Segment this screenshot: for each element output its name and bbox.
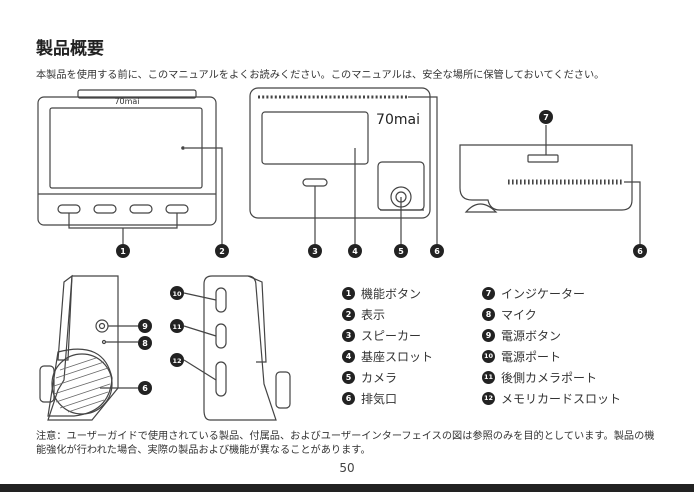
legend-label: 後側カメラポート (501, 371, 598, 385)
page-number: 50 (339, 461, 355, 475)
svg-text:6: 6 (637, 247, 643, 256)
callout-badge: 6 (633, 244, 647, 258)
legend-label: 電源ポート (501, 350, 562, 364)
callout-badge: 7 (539, 110, 553, 124)
svg-text:10: 10 (172, 290, 182, 298)
legend-item: 10 電源ポート (482, 346, 621, 367)
intro-text: 本製品を使用する前に、このマニュアルをよくお読みください。このマニュアルは、安全… (36, 70, 605, 81)
svg-text:12: 12 (172, 357, 181, 365)
svg-text:3: 3 (312, 247, 318, 256)
callout-badge: 6 (430, 244, 444, 258)
legend-label: マイク (501, 308, 537, 322)
svg-text:6: 6 (142, 384, 148, 393)
svg-text:2: 2 (219, 247, 225, 256)
callout-badge: 3 (308, 244, 322, 258)
legend-label: 電源ボタン (501, 329, 562, 343)
top-view-drawing (459, 125, 641, 244)
svg-text:7: 7 (543, 113, 549, 122)
legend-item: 4 基座スロット (342, 346, 433, 367)
legend-item: 12 メモリカードスロット (482, 388, 621, 409)
speaker-grill (53, 357, 111, 413)
legend-item: 5 カメラ (342, 367, 433, 388)
svg-text:8: 8 (142, 339, 148, 348)
legend-item: 1 機能ボタン (342, 283, 433, 304)
disclaimer-note: 注意：ユーザーガイドで使用されている製品、付属品、およびユーザーインターフェイス… (36, 431, 655, 456)
callout-badge: 5 (394, 244, 408, 258)
front-brand-logo: 70mai (114, 97, 139, 106)
page-title: 製品概要 (36, 39, 104, 59)
legend-number: 5 (342, 371, 355, 384)
legend-label: インジケーター (501, 287, 586, 301)
legend-number: 11 (482, 371, 495, 384)
svg-text:11: 11 (172, 323, 182, 331)
legend-left: 1 機能ボタン 2 表示 3 スピーカー 4 基座スロット 5 カメラ 6 排気口 (342, 283, 433, 409)
legend-number: 3 (342, 329, 355, 342)
legend-item: 6 排気口 (342, 388, 433, 409)
legend-label: 排気口 (361, 392, 398, 406)
legend-label: 基座スロット (361, 350, 434, 364)
legend-label: 機能ボタン (361, 287, 422, 301)
legend-item: 8 マイク (482, 304, 621, 325)
legend-item: 3 スピーカー (342, 325, 433, 346)
svg-text:4: 4 (352, 247, 358, 256)
callout-badge: 9 (138, 319, 152, 333)
front-view-drawing (37, 89, 223, 244)
back-brand-logo: 70mai (376, 112, 420, 128)
callout-badge: 2 (215, 244, 229, 258)
callout-badge: 12 (170, 353, 184, 367)
legend-item: 2 表示 (342, 304, 433, 325)
legend-label: スピーカー (361, 329, 422, 343)
callout-badge: 1 (116, 244, 130, 258)
legend-number: 6 (342, 392, 355, 405)
back-view-drawing (249, 87, 438, 244)
callout-badge: 8 (138, 336, 152, 350)
legend-label: 表示 (361, 308, 386, 322)
legend-item: 7 インジケーター (482, 283, 621, 304)
footer-bar (0, 484, 694, 492)
legend-item: 11 後側カメラポート (482, 367, 621, 388)
svg-text:5: 5 (398, 247, 404, 256)
svg-text:9: 9 (142, 322, 148, 331)
svg-text:6: 6 (434, 247, 440, 256)
legend-number: 1 (342, 287, 355, 300)
legend-label: メモリカードスロット (501, 392, 622, 406)
legend-label: カメラ (361, 371, 398, 385)
side-view-right-drawing (183, 275, 291, 421)
legend-item: 9 電源ボタン (482, 325, 621, 346)
legend-number: 7 (482, 287, 495, 300)
legend-number: 8 (482, 308, 495, 321)
legend-number: 4 (342, 350, 355, 363)
callout-badge: 11 (170, 319, 184, 333)
callout-badge: 10 (170, 286, 184, 300)
legend-number: 12 (482, 392, 495, 405)
side-view-left-drawing (39, 274, 138, 421)
svg-text:1: 1 (120, 247, 126, 256)
legend-number: 2 (342, 308, 355, 321)
callout-badge: 6 (138, 381, 152, 395)
legend-number: 9 (482, 329, 495, 342)
callout-badge: 4 (348, 244, 362, 258)
legend-number: 10 (482, 350, 495, 363)
